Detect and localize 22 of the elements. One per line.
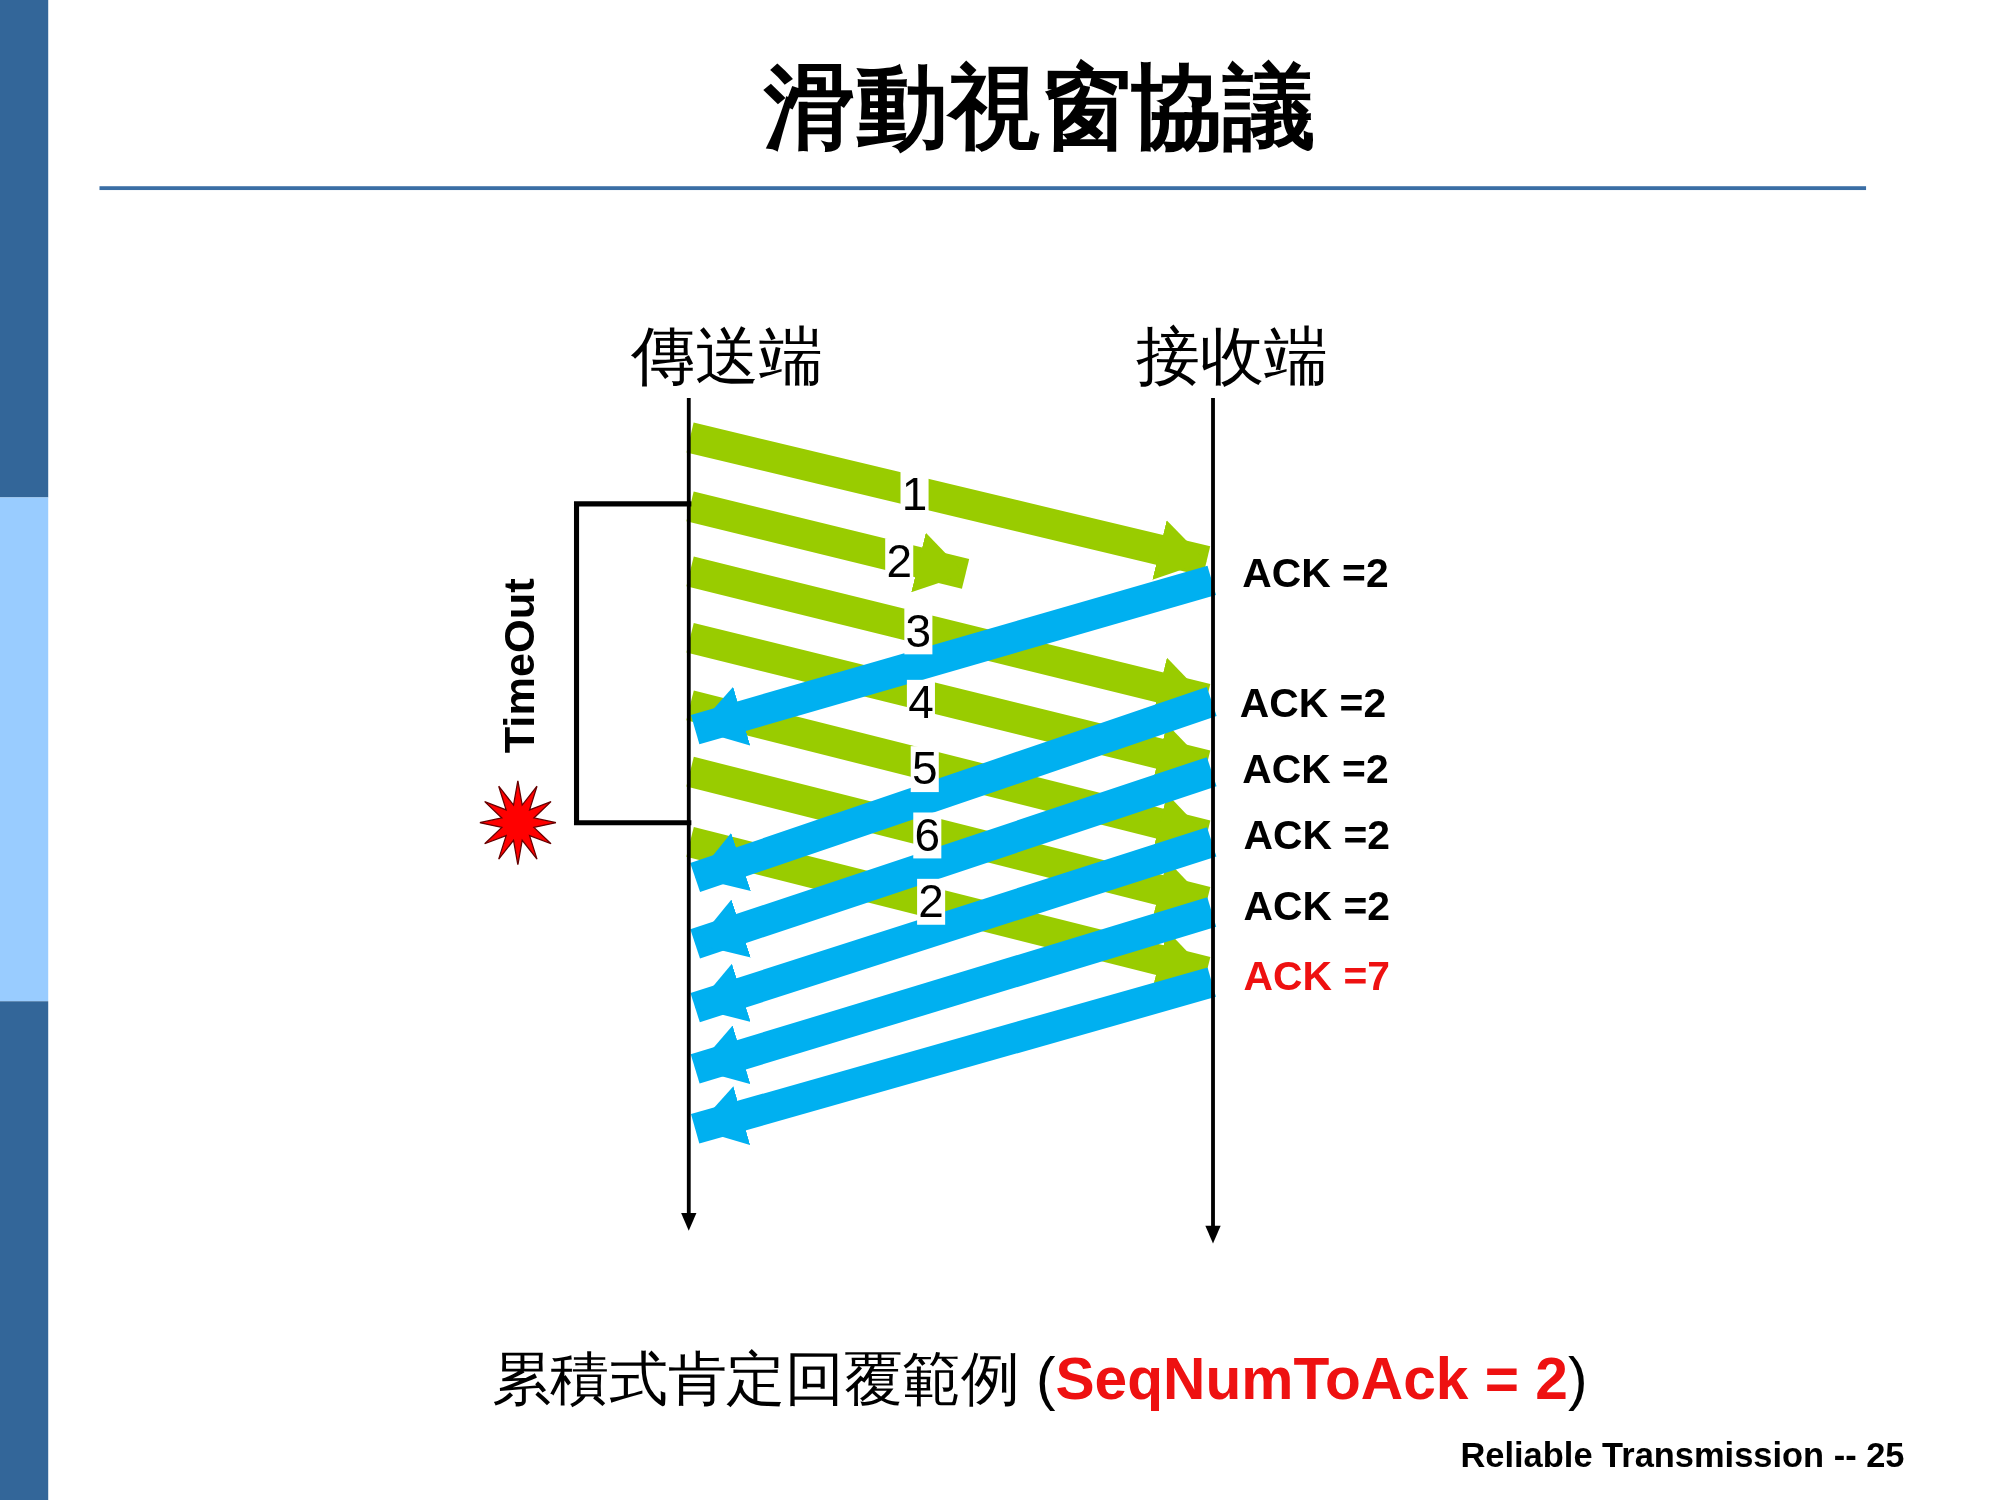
edge-label: 6 [913,812,942,859]
edge-label: 5 [910,746,939,793]
ack-label: ACK =2 [1239,682,1387,724]
arrow [690,687,1217,893]
lifeline-heading: 接收端 [1135,324,1329,388]
arrow [690,827,1217,1023]
arrow [690,897,1217,1085]
ack-label: ACK =2 [1242,552,1389,594]
caption: 累積式肯定回覆範例 (SeqNumToAck = 2) [490,1349,1589,1409]
ack-label: ACK =2 [1243,885,1390,926]
ack-label: ACK =2 [1242,748,1389,790]
arrow [690,565,1216,746]
slide-title: 滑動視窗協議 [762,61,1317,154]
ack-label: ACK =7 [1243,955,1390,997]
edge-label: 2 [917,878,946,925]
ack-label: ACK =2 [1243,815,1390,856]
arrow [690,967,1216,1146]
edge-label: 3 [904,608,933,655]
lifeline-heading: 傳送端 [630,324,824,388]
timeout-label: TimeOut [497,578,541,754]
arrow [690,757,1217,959]
page-footer: Reliable Transmission -- 25 [1460,1438,1905,1474]
